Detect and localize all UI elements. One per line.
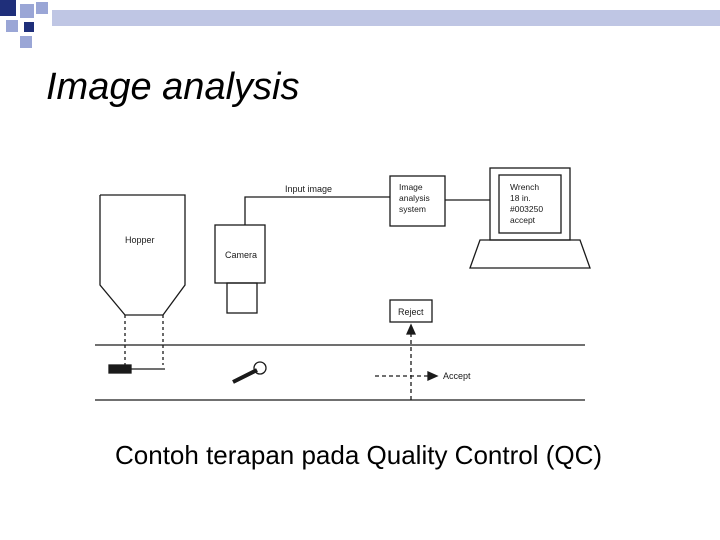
screen-text-line-3: #003250 <box>510 204 543 214</box>
screen-text-line-4: accept <box>510 215 536 225</box>
screen-text-line-2: 18 in. <box>510 193 531 203</box>
reject-label: Reject <box>398 307 424 317</box>
wrench-head <box>253 361 267 375</box>
deco-square-dark <box>24 22 34 32</box>
camera-lens <box>226 282 258 314</box>
header-bar <box>52 10 720 26</box>
input-image-label: Input image <box>285 184 332 194</box>
deco-square-dark <box>0 0 16 16</box>
input-image-wire <box>244 196 390 225</box>
keyboard <box>469 239 591 269</box>
accept-arrowhead <box>427 370 439 382</box>
screwdriver-handle <box>108 364 132 374</box>
deco-square-light <box>20 4 34 18</box>
header-decoration <box>0 0 720 48</box>
reject-arrowhead <box>405 323 417 335</box>
monitor-screen <box>498 174 562 234</box>
screen-text-line-1: Wrench <box>510 182 539 192</box>
reject-box <box>389 299 433 323</box>
qc-diagram: Hopper Camera Input image Image analysis… <box>95 167 591 401</box>
deco-square-light <box>36 2 48 14</box>
accept-label: Accept <box>443 371 471 381</box>
deco-square-light <box>20 36 32 48</box>
hopper-label: Hopper <box>125 235 155 245</box>
analysis-system-box <box>389 175 446 227</box>
analysis-system-label-line-2: analysis <box>399 193 430 203</box>
slide-caption: Contoh terapan pada Quality Control (QC) <box>115 440 603 470</box>
analysis-system-label-line-3: system <box>399 204 426 214</box>
hopper-outline <box>99 194 186 316</box>
slide-title: Image analysis <box>46 66 300 108</box>
deco-square-light <box>6 20 18 32</box>
wrench-handle <box>232 368 258 384</box>
camera-label: Camera <box>225 250 257 260</box>
analysis-system-label-line-1: Image <box>399 182 423 192</box>
